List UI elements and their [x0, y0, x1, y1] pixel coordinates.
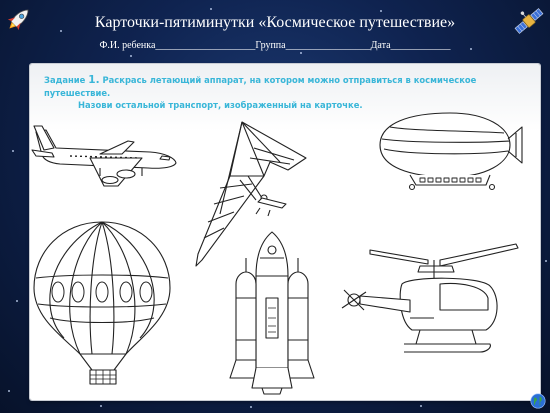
space-shuttle-picture	[229, 231, 315, 395]
satellite-icon	[514, 8, 544, 34]
task-label: Задание	[44, 75, 86, 85]
hang-glider-picture	[195, 121, 307, 267]
task-number: 1.	[88, 74, 100, 86]
page-title: Карточки-пятиминутки «Космическое путеше…	[94, 14, 456, 31]
airship-picture	[379, 112, 523, 191]
task-text-line2: Назови остальной транспорт, изображенный…	[78, 100, 363, 110]
hot-air-balloon-picture	[33, 221, 171, 385]
globe-icon	[530, 393, 546, 409]
helicopter-picture	[341, 243, 519, 353]
child-info-fields: Ф.И. ребенка____________________Группа__…	[99, 40, 451, 51]
rocket-icon	[7, 9, 29, 31]
airplane-picture	[31, 125, 177, 187]
task-text-line1: Раскрась летающий аппарат, на котором мо…	[44, 75, 477, 98]
task-instruction: Задание 1. Раскрась летающий аппарат, на…	[44, 74, 534, 112]
